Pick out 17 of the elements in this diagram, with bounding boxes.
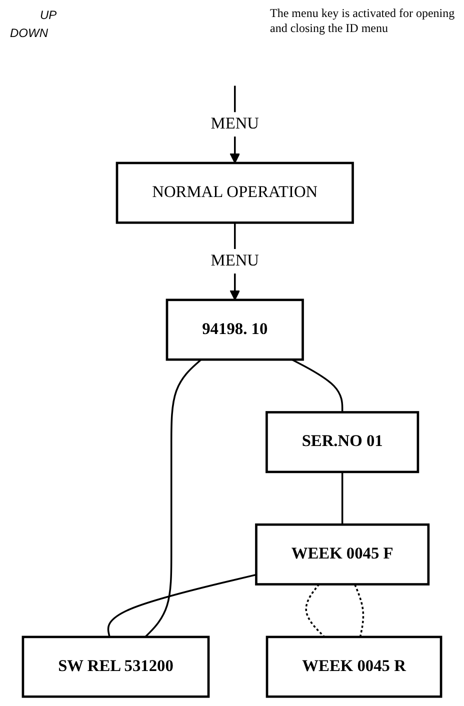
note-text: The menu key is activated for opening and closing the ID menu (270, 6, 456, 36)
node-box: NORMAL OPERATION (116, 162, 354, 224)
node-box: WEEK 0045 R (266, 636, 442, 698)
direction-label: UP (40, 8, 57, 22)
edge-label: MENU (210, 116, 260, 134)
connector (107, 574, 256, 638)
node-box: SER.NO 01 (266, 411, 420, 474)
connector (305, 584, 326, 638)
node-box: SW REL 531200 (22, 636, 210, 698)
direction-label: DOWN (10, 26, 48, 40)
edge-label: MENU (210, 252, 260, 270)
connector (292, 358, 344, 412)
connector (144, 358, 202, 638)
connector (354, 584, 364, 638)
node-box: 94198. 10 (166, 298, 304, 361)
node-box: WEEK 0045 F (255, 523, 430, 586)
connector (341, 472, 344, 525)
